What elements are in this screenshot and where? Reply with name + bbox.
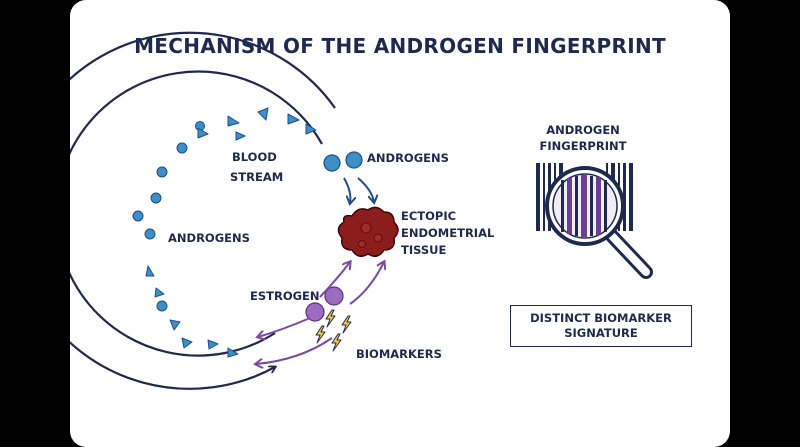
biomarker-signature-box: DISTINCT BIOMARKER SIGNATURE bbox=[510, 305, 692, 347]
stream-particle bbox=[156, 166, 168, 178]
label-androgens-left: ANDROGENS bbox=[168, 231, 250, 245]
tissue-cluster-icon bbox=[337, 206, 399, 257]
inner-stream-wall bbox=[70, 70, 323, 357]
stream-particle bbox=[227, 347, 239, 358]
diagram-card: MECHANISM OF THE ANDROGEN FINGERPRINT bbox=[70, 0, 730, 447]
stream-particle bbox=[207, 339, 219, 350]
label-tissue: TISSUE bbox=[401, 243, 447, 257]
outer-stream-wall bbox=[70, 31, 336, 390]
androgen-to-tissue-arrow-2 bbox=[357, 177, 374, 202]
stream-particle bbox=[235, 131, 246, 141]
stream-particle bbox=[227, 115, 240, 127]
stream-particle bbox=[145, 265, 155, 277]
stream-particle bbox=[197, 127, 209, 139]
lightning-bolt-icon bbox=[315, 309, 352, 352]
mechanism-diagram: BLOOD STREAM ANDROGENS ANDROGENS ECTOPIC… bbox=[70, 31, 653, 390]
androgen-to-tissue-arrow-1 bbox=[343, 177, 350, 203]
estrogen-to-stream-arrow bbox=[258, 317, 311, 337]
estrogen-circle bbox=[324, 286, 344, 306]
diagram-title: MECHANISM OF THE ANDROGEN FINGERPRINT bbox=[134, 34, 666, 58]
estrogen-circle bbox=[305, 302, 325, 322]
stream-particle bbox=[181, 337, 193, 349]
stream-androgen-circles bbox=[132, 121, 205, 312]
biomarker-to-stream-arrow bbox=[256, 337, 333, 364]
stream-androgen-triangles bbox=[145, 107, 317, 358]
signature-line-1: DISTINCT BIOMARKER bbox=[530, 311, 672, 325]
stream-particle bbox=[169, 319, 181, 331]
stream-particle bbox=[287, 113, 300, 125]
stream-particle bbox=[154, 287, 165, 298]
blood-stream-channel bbox=[70, 31, 336, 390]
stream-particle bbox=[156, 300, 168, 312]
estrogen-particles bbox=[305, 286, 344, 322]
label-biomarkers: BIOMARKERS bbox=[356, 347, 442, 361]
label-endometrial: ENDOMETRIAL bbox=[401, 226, 495, 240]
magnifying-glass-icon bbox=[545, 166, 653, 279]
androgen-circle bbox=[323, 154, 341, 172]
stream-particle bbox=[132, 210, 144, 222]
androgen-particles bbox=[323, 151, 374, 203]
stream-particle bbox=[144, 228, 156, 240]
label-androgens-top: ANDROGENS bbox=[367, 151, 449, 165]
biomarker-to-tissue-arrow bbox=[349, 262, 384, 305]
label-ectopic: ECTOPIC bbox=[401, 209, 456, 223]
signature-line-2: SIGNATURE bbox=[564, 326, 638, 340]
stream-particle bbox=[150, 192, 162, 204]
estrogen-to-tissue-arrow bbox=[319, 262, 350, 298]
label-stream: STREAM bbox=[230, 170, 283, 184]
stream-particle bbox=[257, 107, 269, 121]
label-estrogen: ESTROGEN bbox=[250, 289, 320, 303]
androgen-circle bbox=[345, 151, 363, 169]
label-blood: BLOOD bbox=[232, 150, 277, 164]
label-fingerprint: FINGERPRINT bbox=[540, 139, 627, 153]
estrogen-arrows bbox=[256, 262, 384, 364]
stream-particle bbox=[305, 123, 317, 135]
label-androgen: ANDROGEN bbox=[546, 123, 620, 137]
stream-particle bbox=[176, 142, 188, 154]
